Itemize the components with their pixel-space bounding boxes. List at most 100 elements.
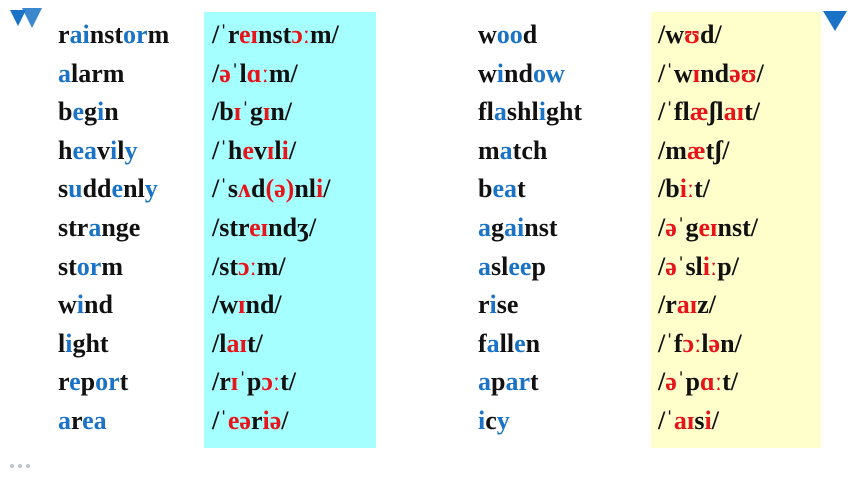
ipa-row: /laɪt/ — [212, 325, 339, 364]
right-phonetic-column: /wʊd//ˈwɪndəʊ//ˈflæʃlaɪt//mætʃ//biːt//əˈ… — [658, 16, 764, 441]
text-segment: nst — [257, 20, 292, 49]
text-segment: n/ — [270, 97, 293, 127]
text-segment: h — [58, 135, 73, 165]
text-segment: a — [58, 405, 71, 435]
text-segment: / — [711, 405, 719, 435]
text-segment: ə — [665, 367, 677, 397]
text-segment: m/ — [268, 58, 298, 88]
text-segment: iː — [679, 174, 695, 204]
text-segment: f — [478, 328, 487, 358]
text-segment: nl — [294, 174, 317, 204]
text-segment: æ — [686, 135, 706, 165]
text-segment: sl — [491, 251, 509, 281]
dots-icon — [10, 464, 30, 468]
text-segment: ɪ — [230, 367, 239, 397]
text-segment: or — [76, 251, 102, 281]
text-segment: fl — [478, 97, 494, 127]
word-row: fallen — [478, 325, 582, 364]
text-segment: nd — [700, 58, 730, 88]
text-segment: t — [517, 174, 526, 204]
text-segment: ʊ — [684, 20, 701, 49]
ipa-row: /wɪnd/ — [212, 286, 339, 325]
text-segment: n — [104, 97, 119, 127]
text-segment: ɔː — [682, 328, 702, 358]
word-row: match — [478, 132, 582, 171]
text-segment: m/ — [310, 20, 339, 49]
word-row: beat — [478, 170, 582, 209]
text-segment: larm — [71, 58, 125, 88]
word-row: rainstorm — [58, 16, 169, 55]
text-segment: / — [658, 367, 666, 397]
text-segment: a — [478, 212, 491, 242]
triangle-down-icon[interactable] — [822, 10, 848, 32]
text-segment: i — [478, 405, 486, 435]
text-segment: ndʒ/ — [268, 212, 317, 242]
double-triangle-icon[interactable] — [8, 6, 44, 32]
text-segment: ai — [69, 20, 90, 49]
text-segment: a — [493, 97, 507, 127]
ipa-row: /ˈfɔːlən/ — [658, 325, 764, 364]
ipa-row: /ˈhevɪli/ — [212, 132, 339, 171]
word-row: window — [478, 55, 582, 94]
text-segment: g — [491, 212, 504, 242]
text-segment: nd — [84, 290, 113, 320]
text-segment: t — [119, 367, 129, 397]
text-segment: ˈg — [676, 212, 699, 242]
text-segment: eɪ — [249, 212, 269, 242]
text-segment: y — [124, 135, 138, 165]
word-row: icy — [478, 402, 582, 441]
text-segment: nge — [101, 212, 141, 242]
text-segment: ght — [545, 97, 583, 127]
word-row: storm — [58, 248, 169, 287]
text-segment: /w — [212, 290, 238, 320]
text-segment: /w — [658, 20, 684, 49]
text-segment: /ˈ — [212, 405, 228, 435]
ipa-row: /ˈwɪndəʊ/ — [658, 55, 764, 94]
ipa-row: /raɪz/ — [658, 286, 764, 325]
text-segment: d — [251, 174, 266, 204]
text-segment: ə — [665, 212, 677, 242]
ipa-row: /əˈpɑːt/ — [658, 363, 764, 402]
word-row: strange — [58, 209, 169, 248]
text-segment: p — [491, 367, 506, 397]
text-segment: l — [117, 135, 125, 165]
text-segment: t/ — [694, 174, 711, 204]
text-segment: ow — [532, 58, 565, 88]
text-segment: b — [478, 174, 493, 204]
text-segment: e — [72, 97, 85, 127]
text-segment: v — [97, 135, 111, 165]
text-segment: / — [288, 135, 297, 165]
text-segment: ˈp — [238, 367, 262, 397]
word-row: wood — [478, 16, 582, 55]
text-segment: i — [97, 97, 105, 127]
text-segment: a — [486, 328, 500, 358]
text-segment: u — [68, 174, 83, 204]
left-ipa-panel — [204, 12, 376, 448]
text-segment: eɪ — [238, 20, 258, 49]
text-segment: (ə) — [265, 174, 295, 204]
text-segment: i — [76, 290, 85, 320]
text-segment: aɪ — [673, 405, 695, 435]
text-segment: e — [69, 367, 81, 397]
ipa-row: /ˈaɪsi/ — [658, 402, 764, 441]
text-segment: /str — [212, 212, 250, 242]
text-segment: w — [478, 20, 497, 49]
text-segment: r — [58, 367, 70, 397]
text-segment: əʊ — [729, 58, 757, 88]
text-segment: /r — [658, 290, 677, 320]
text-segment: æ — [689, 97, 709, 127]
ipa-row: /bɪˈgɪn/ — [212, 93, 339, 132]
word-row: wind — [58, 286, 169, 325]
text-segment: ˈp — [676, 367, 700, 397]
text-segment: nst/ — [717, 212, 758, 242]
ipa-row: /ˈreɪnstɔːm/ — [212, 16, 339, 55]
text-segment: l — [58, 328, 66, 358]
text-segment: p/ — [717, 251, 739, 281]
text-segment: ˈl — [230, 58, 247, 88]
text-segment: nd — [504, 58, 533, 88]
text-segment: y — [496, 405, 510, 435]
word-row: against — [478, 209, 582, 248]
text-segment: /ˈf — [658, 328, 683, 358]
text-segment: i — [281, 135, 289, 165]
ipa-row: /ˈsʌd(ə)nli/ — [212, 170, 339, 209]
